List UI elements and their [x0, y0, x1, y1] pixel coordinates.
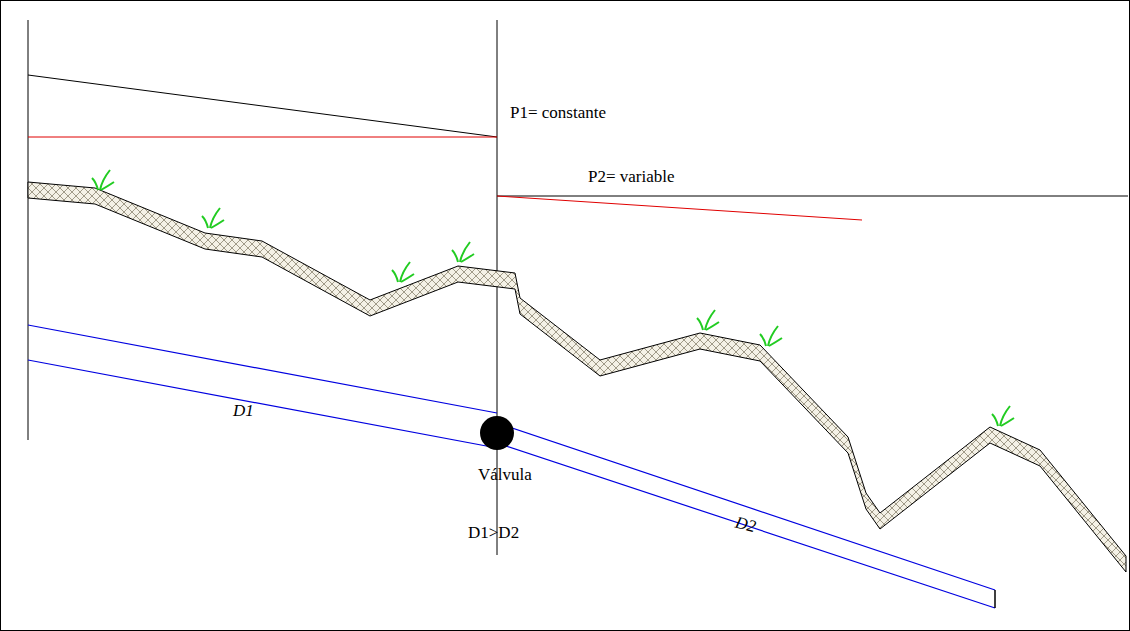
pressure-label: P1= constante	[510, 104, 606, 123]
grass-tufts	[92, 170, 1014, 426]
grass-tuft	[697, 310, 719, 330]
piezometric-line	[497, 196, 862, 220]
pipe-d2	[497, 423, 995, 590]
pipe-d1	[28, 360, 497, 448]
pressure-label: P2= variable	[588, 168, 675, 187]
diameter-label: D1	[233, 402, 254, 421]
terrain-profile	[28, 182, 1126, 572]
grass-tuft	[392, 262, 414, 282]
piezometric-line	[28, 137, 497, 138]
grass-tuft	[452, 242, 474, 262]
pipe-d2	[497, 443, 995, 608]
grass-tuft	[92, 170, 114, 190]
diameter-relation: D1>D2	[468, 524, 519, 543]
pipe-d1	[28, 325, 497, 413]
section-line	[28, 20, 29, 440]
valve-label: Válvula	[478, 466, 532, 485]
energy-line	[497, 196, 1128, 197]
grass-tuft	[992, 406, 1014, 426]
grass-tuft	[202, 208, 224, 228]
grass-tuft	[760, 326, 782, 346]
energy-line	[28, 75, 497, 137]
terrain-band	[28, 182, 1126, 572]
valve-symbol	[480, 416, 514, 450]
pipe-end	[994, 590, 996, 608]
diameter-label: D2	[733, 514, 758, 537]
